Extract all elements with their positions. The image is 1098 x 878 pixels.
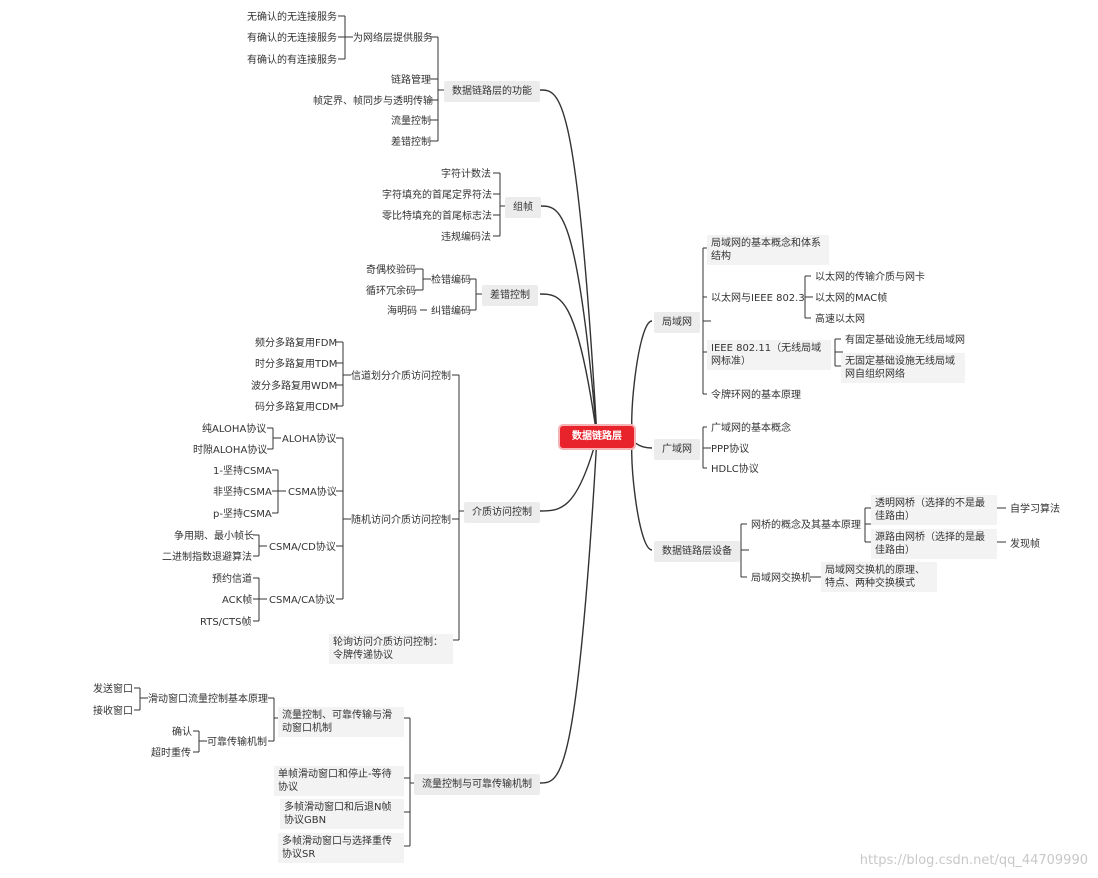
node-aloha[interactable]: ALOHA协议 xyxy=(282,434,337,445)
leaf-framing[interactable]: 字符填充的首尾定界符法 xyxy=(382,190,492,201)
leaf-detect[interactable]: 奇偶校验码 xyxy=(366,265,416,276)
leaf-window[interactable]: 发送窗口 xyxy=(93,684,133,695)
node-error-correct[interactable]: 纠错编码 xyxy=(431,306,471,317)
branch-flow-control[interactable]: 流量控制与可靠传输机制 xyxy=(414,774,540,795)
node-window-principle[interactable]: 滑动窗口流量控制基本原理 xyxy=(148,694,268,705)
leaf-ethernet[interactable]: 以太网的MAC帧 xyxy=(815,293,888,304)
node-sr[interactable]: 多帧滑动窗口与选择重传协议SR xyxy=(278,833,404,863)
leaf-self-learning[interactable]: 自学习算法 xyxy=(1010,504,1060,515)
connector-line xyxy=(631,320,653,438)
node-gbn[interactable]: 多帧滑动窗口和后退N帧协议GBN xyxy=(280,799,404,829)
leaf-csmaca[interactable]: ACK帧 xyxy=(222,595,253,606)
node-lan-basic[interactable]: 局域网的基本概念和体系结构 xyxy=(707,235,829,265)
branch-error-control[interactable]: 差错控制 xyxy=(482,285,538,306)
leaf-wan[interactable]: 广域网的基本概念 xyxy=(711,423,791,434)
connector-line xyxy=(631,436,653,449)
leaf-aloha[interactable]: 纯ALOHA协议 xyxy=(202,424,267,435)
leaf-ethernet[interactable]: 以太网的传输介质与网卡 xyxy=(815,272,925,283)
leaf-framing[interactable]: 违规编码法 xyxy=(441,232,491,243)
node-network-service[interactable]: 为网络层提供服务 xyxy=(353,33,433,44)
leaf-service[interactable]: 有确认的有连接服务 xyxy=(247,55,337,66)
leaf-framing[interactable]: 零比特填充的首尾标志法 xyxy=(382,211,492,222)
leaf-switch-principle[interactable]: 局域网交换机的原理、特点、两种交换模式 xyxy=(821,562,937,592)
node-token-ring[interactable]: 令牌环网的基本原理 xyxy=(711,390,801,401)
node-lan-switch[interactable]: 局域网交换机 xyxy=(751,573,811,584)
leaf-window[interactable]: 接收窗口 xyxy=(93,706,133,717)
leaf-wifi[interactable]: 有固定基础设施无线局域网 xyxy=(845,335,965,346)
watermark: https://blog.csdn.net/qq_44709990 xyxy=(859,853,1088,868)
leaf-reliable[interactable]: 超时重传 xyxy=(151,748,191,759)
leaf-function[interactable]: 链路管理 xyxy=(391,75,431,86)
connector-line xyxy=(539,89,598,438)
node-csmacd[interactable]: CSMA/CD协议 xyxy=(269,542,336,553)
leaf-csmacd[interactable]: 二进制指数退避算法 xyxy=(162,552,252,563)
connector-line xyxy=(631,436,653,551)
leaf-detect[interactable]: 循环冗余码 xyxy=(366,286,416,297)
leaf-reliable[interactable]: 确认 xyxy=(172,727,192,738)
leaf-channel[interactable]: 波分多路复用WDM xyxy=(251,381,338,392)
branch-lan[interactable]: 局域网 xyxy=(654,312,700,333)
node-csma[interactable]: CSMA协议 xyxy=(288,487,337,498)
branch-devices[interactable]: 数据链路层设备 xyxy=(654,541,740,562)
leaf-framing[interactable]: 字符计数法 xyxy=(441,169,491,180)
leaf-csma[interactable]: 1-坚持CSMA xyxy=(213,466,272,477)
leaf-function[interactable]: 帧定界、帧同步与透明传输 xyxy=(313,96,433,107)
leaf-wan[interactable]: HDLC协议 xyxy=(711,464,759,475)
root-node[interactable]: 数据链路层 xyxy=(560,426,634,448)
leaf-ethernet[interactable]: 高速以太网 xyxy=(815,314,865,325)
leaf-wifi[interactable]: 无固定基础设施无线局域网自组织网络 xyxy=(841,353,965,383)
leaf-wan[interactable]: PPP协议 xyxy=(711,444,750,455)
leaf-service[interactable]: 有确认的无连接服务 xyxy=(247,33,337,44)
branch-mac[interactable]: 介质访问控制 xyxy=(464,502,540,523)
leaf-discovery-frame[interactable]: 发现帧 xyxy=(1010,539,1040,550)
leaf-service[interactable]: 无确认的无连接服务 xyxy=(247,12,337,23)
node-polling[interactable]: 轮询访问介质访问控制：令牌传递协议 xyxy=(329,634,453,664)
leaf-aloha[interactable]: 时隙ALOHA协议 xyxy=(193,445,268,456)
connector-line xyxy=(539,293,598,438)
leaf-csma[interactable]: 非坚持CSMA xyxy=(213,487,272,498)
node-bridge[interactable]: 网桥的概念及其基本原理 xyxy=(751,520,861,531)
leaf-channel[interactable]: 频分多路复用FDM xyxy=(255,338,338,349)
node-stop-wait[interactable]: 单帧滑动窗口和停止-等待协议 xyxy=(274,766,404,796)
branch-wan[interactable]: 广域网 xyxy=(654,439,700,460)
connector-line xyxy=(539,436,598,784)
node-error-detect[interactable]: 检错编码 xyxy=(431,275,471,286)
branch-framing[interactable]: 组帧 xyxy=(505,197,541,218)
node-ethernet[interactable]: 以太网与IEEE 802.3 xyxy=(711,293,805,304)
leaf-channel[interactable]: 码分多路复用CDM xyxy=(255,402,339,413)
node-random-access[interactable]: 随机访问介质访问控制 xyxy=(351,515,451,526)
node-source-bridge[interactable]: 源路由网桥（选择的是最佳路由） xyxy=(871,529,997,559)
leaf-hamming[interactable]: 海明码 xyxy=(387,306,417,317)
leaf-csma[interactable]: p-坚持CSMA xyxy=(213,509,272,520)
branch-functions[interactable]: 数据链路层的功能 xyxy=(444,81,540,102)
leaf-function[interactable]: 差错控制 xyxy=(391,137,431,148)
node-channel-division[interactable]: 信道划分介质访问控制 xyxy=(351,371,451,382)
connector-line xyxy=(539,205,598,438)
leaf-csmaca[interactable]: RTS/CTS帧 xyxy=(200,617,252,628)
leaf-function[interactable]: 流量控制 xyxy=(391,116,431,127)
node-reliable[interactable]: 可靠传输机制 xyxy=(207,737,267,748)
node-transparent-bridge[interactable]: 透明网桥（选择的不是最佳路由） xyxy=(871,495,997,525)
node-wifi[interactable]: IEEE 802.11（无线局域网标准） xyxy=(707,340,831,370)
leaf-channel[interactable]: 时分多路复用TDM xyxy=(255,359,338,370)
leaf-csmacd[interactable]: 争用期、最小帧长 xyxy=(174,531,254,542)
leaf-csmaca[interactable]: 预约信道 xyxy=(212,574,252,585)
node-csmaca[interactable]: CSMA/CA协议 xyxy=(269,595,335,606)
connector-line xyxy=(539,436,598,512)
node-sliding-window[interactable]: 流量控制、可靠传输与滑动窗口机制 xyxy=(278,707,404,737)
